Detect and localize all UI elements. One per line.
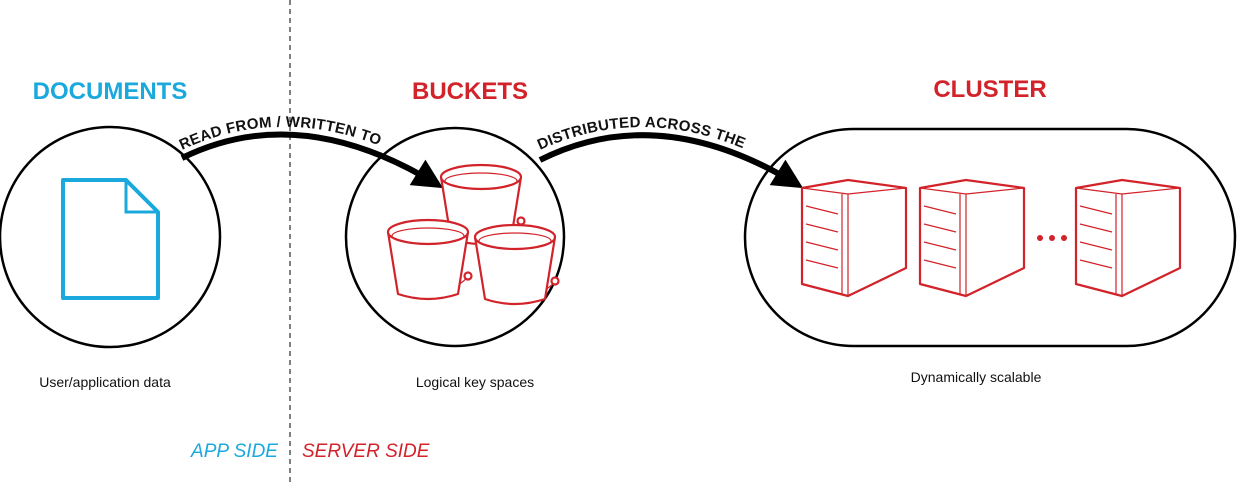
cluster-container xyxy=(743,127,1237,348)
app-side-label: APP SIDE xyxy=(190,441,278,462)
cluster-caption: Dynamically scalable xyxy=(911,369,1042,385)
server-icon xyxy=(800,178,908,298)
bucket-icon xyxy=(386,218,473,301)
distribute-arrow xyxy=(538,132,804,189)
buckets-title: BUCKETS xyxy=(412,78,528,105)
bucket-icon xyxy=(473,223,560,306)
documents-title: DOCUMENTS xyxy=(33,78,188,105)
documents-caption: User/application data xyxy=(39,374,171,390)
server-side-label: SERVER SIDE xyxy=(302,441,430,462)
ellipsis-dots xyxy=(1037,235,1067,241)
buckets-caption: Logical key spaces xyxy=(416,374,534,390)
documents-circle xyxy=(0,125,222,349)
cluster-title: CLUSTER xyxy=(933,76,1046,103)
read-write-arrow xyxy=(180,131,444,189)
server-icon xyxy=(918,178,1026,298)
buckets-circle xyxy=(344,126,566,348)
document-icon xyxy=(61,178,160,300)
server-icon xyxy=(1074,178,1182,298)
